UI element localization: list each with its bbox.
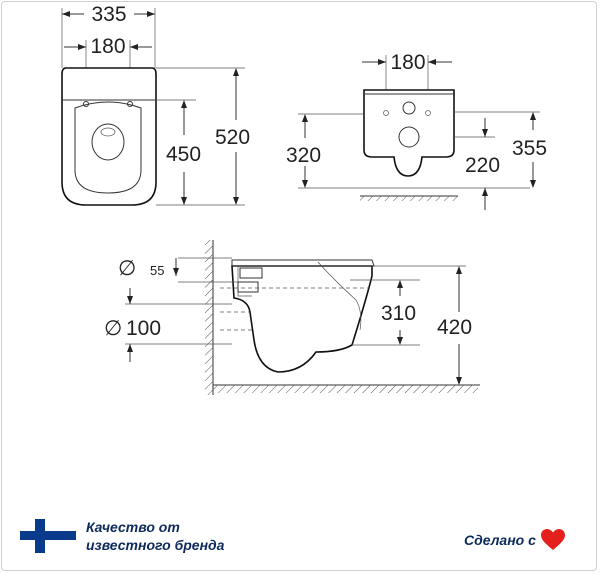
finland-flag-icon (20, 519, 76, 553)
top-width-outer-label: 335 (91, 3, 126, 26)
rear-mount-spacing-label: 180 (390, 51, 425, 74)
heart-icon (540, 529, 565, 550)
made-with-text: Сделано с (464, 532, 536, 548)
side-outlet-symbol: ∅ (104, 317, 122, 340)
quality-badge: Качество от известного бренда (20, 518, 224, 554)
top-width-inner-label: 180 (90, 35, 125, 58)
side-view: ∅ 55 ∅ 100 310 420 (104, 240, 480, 395)
side-inlet-symbol: ∅ (118, 257, 136, 280)
rear-view: 180 320 220 355 (286, 51, 547, 210)
quality-line-1: Качество от (86, 519, 180, 535)
made-with-love-badge: Сделано с (464, 528, 566, 552)
side-inlet-size-label: 55 (150, 263, 164, 278)
side-height-label: 420 (437, 316, 472, 339)
side-outlet-size-label: 100 (126, 317, 161, 340)
rear-outlet-height-label: 220 (465, 154, 500, 177)
side-outlet-center-label: 310 (381, 302, 416, 325)
top-length-inner-label: 450 (166, 143, 201, 166)
technical-drawing: 335 180 450 520 (61, 3, 547, 395)
rear-bolt-height-label: 320 (286, 144, 321, 167)
quality-line-2: известного бренда (86, 537, 225, 553)
top-length-outer-label: 520 (215, 126, 250, 149)
top-view: 335 180 450 520 (61, 3, 250, 206)
rear-total-height-label: 355 (512, 137, 547, 160)
quality-text: Качество от известного бренда (86, 518, 224, 554)
